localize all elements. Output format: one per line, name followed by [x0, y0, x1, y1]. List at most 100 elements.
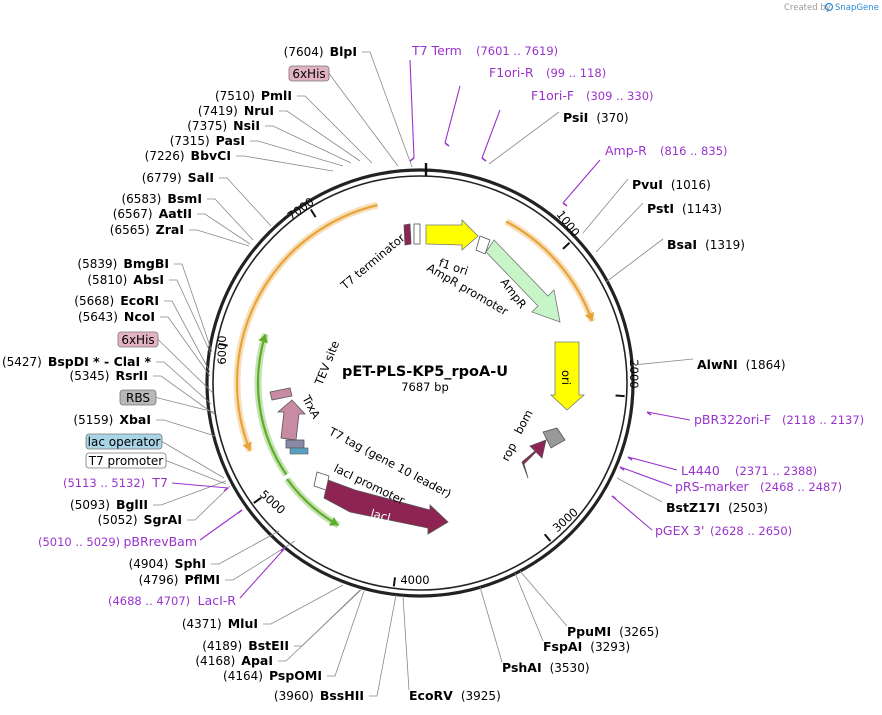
credit-brand: SnapGene: [835, 3, 879, 13]
site-mlui-name: MluI: [228, 616, 258, 631]
plasmid-name: pET-PLS-KP5_rpoA-U: [342, 364, 508, 380]
site-bsmi-pos: (6583): [121, 192, 161, 206]
primer-amp-r-pos: (816 .. 835): [660, 144, 728, 158]
badge-6xhis-1: [117, 331, 159, 348]
site-leaders: [153, 51, 694, 697]
primer-prs-marker-leader: [619, 466, 673, 487]
badge-6xhis-label-0: 6xHis: [292, 67, 325, 81]
primer-prs-marker-mark: [619, 466, 625, 471]
site-psti-name: PstI: [647, 201, 674, 216]
primer-pbr322ori-f-name: pBR322ori-F: [694, 412, 771, 427]
backbone-outer-ring: [205, 168, 635, 598]
label-trxa: TrxA: [299, 392, 323, 421]
site-sphi-pos: (4904): [129, 557, 169, 571]
label-t7-terminator: T7 terminator: [337, 231, 408, 293]
primer-t7-name: T7: [151, 475, 168, 490]
trxa-arrow: [276, 399, 306, 441]
site-fspai-pos: (3293): [590, 640, 630, 654]
tick-3000: [543, 533, 552, 542]
primer-pbrrevbam-leader: [199, 509, 243, 541]
site-nrui-pos: (7419): [198, 104, 238, 118]
orange-arc-left: [235, 203, 378, 452]
site-apai-name: ApaI: [241, 653, 273, 668]
site-ecori-leader: [164, 300, 211, 373]
primer-f1ori-r-name: F1ori-R: [489, 65, 534, 80]
site-pshai-pos: (3530): [550, 661, 590, 675]
site-bsshii-leader: [369, 594, 397, 697]
primer-f1ori-f-mark: [481, 157, 487, 162]
site-zrai-pos: (6565): [110, 223, 150, 237]
tick-label-4000: 4000: [400, 573, 429, 587]
primer-f1ori-f-pos: (309 .. 330): [586, 89, 654, 103]
site-sphi-leader: [211, 530, 280, 565]
site-sphi-name: SphI: [174, 556, 206, 571]
site-pmli-pos: (7510): [215, 89, 255, 103]
t7-terminator-shape: [403, 223, 412, 246]
site-mlui-leader: [263, 584, 344, 625]
primer-pbrrevbam-pos: (5010 .. 5029): [38, 535, 120, 549]
site-sali-pos: (6779): [142, 171, 182, 185]
primer-f1ori-r-leader: [444, 85, 461, 144]
site-fspai-leader: [514, 572, 544, 642]
primer-amp-r-name: Amp-R: [605, 143, 647, 158]
primer-prs-marker-name: pRS-marker: [675, 479, 750, 494]
site-xbai-leader: [156, 419, 216, 437]
label-rop: rop: [498, 440, 519, 463]
site-bmgbi-leader: [174, 263, 213, 353]
site-pasi-leader: [250, 140, 344, 167]
site-bbvci-pos: (7226): [145, 149, 185, 163]
site-mlui-pos: (4371): [182, 617, 222, 631]
tick-6000: [218, 342, 228, 347]
site-sgrai-leader: [187, 485, 231, 521]
site-blpi-pos: (7604): [284, 45, 324, 59]
site-rsrii-leader: [153, 375, 215, 415]
site-bstz17i-name: BstZ17I: [666, 500, 720, 515]
primer-l4440-mark: [627, 456, 633, 461]
site-absi-leader: [169, 279, 212, 355]
site-bsteii-name: BstEII: [248, 638, 289, 653]
badge-rbs-2: [119, 389, 157, 406]
site-psti-leader: [595, 202, 644, 253]
site-psii-name: PsiI: [563, 110, 588, 125]
site-bsteii-pos: (4189): [202, 639, 242, 653]
site-ecorv-pos: (3925): [461, 689, 501, 703]
primer-pgex-3-pos: (2628 .. 2650): [710, 524, 792, 538]
primer-l4440-leader: [627, 456, 678, 471]
site-bspdi-clai-pos: (5427): [2, 355, 42, 369]
site-alwni-pos: (1864): [746, 358, 786, 372]
orange-arc-right-head: [584, 311, 595, 322]
site-labels: BlpI(7604)PmlI(7510)NruI(7419)NsiI(7375)…: [2, 43, 864, 703]
primer-prs-marker-pos: (2468 .. 2487): [760, 480, 842, 494]
primer-t7-term-leader: [409, 59, 415, 159]
tick-label-6000: 6000: [215, 335, 229, 364]
primer-l4440-pos: (2371 .. 2388): [735, 464, 817, 478]
site-bspdi-clai-name: BspDI * - ClaI *: [48, 354, 152, 369]
site-nsii-pos: (7375): [187, 119, 227, 133]
credit-text: Created by: [784, 3, 831, 13]
site-bsshii-name: BssHII: [320, 688, 364, 703]
snapgene-logo-icon: [824, 2, 834, 12]
site-ppumi-leader: [519, 570, 568, 627]
site-pflmi-name: PflMI: [184, 572, 220, 587]
site-psii-leader: [488, 111, 560, 165]
badge-3-leader: [161, 441, 225, 479]
site-pvui-name: PvuI: [632, 177, 663, 192]
primer-pgex-3-name: pGEX 3': [655, 523, 704, 538]
backbone-inner-ring: [212, 175, 628, 591]
primer-laci-r-leader: [239, 547, 286, 599]
site-bsteii-leader: [294, 589, 361, 647]
site-bsshii-pos: (3960): [274, 689, 314, 703]
badge-6xhis-label-1: 6xHis: [121, 333, 154, 347]
site-ecori-name: EcoRI: [120, 293, 159, 308]
site-bsai-name: BsaI: [667, 237, 697, 252]
laci-promoter-shape: [313, 471, 330, 491]
site-bsai-leader: [605, 238, 664, 283]
site-bspdi-clai-leader: [156, 361, 212, 405]
primer-t7-term-name: T7 Term: [411, 43, 462, 58]
primer-pbr322ori-f-leader: [646, 411, 691, 421]
ampr-promoter-shape: [475, 235, 491, 255]
badge-1-leader: [157, 339, 213, 393]
tick-label-5000: 5000: [257, 487, 288, 517]
primer-laci-r-name: LacI-R: [198, 593, 237, 608]
